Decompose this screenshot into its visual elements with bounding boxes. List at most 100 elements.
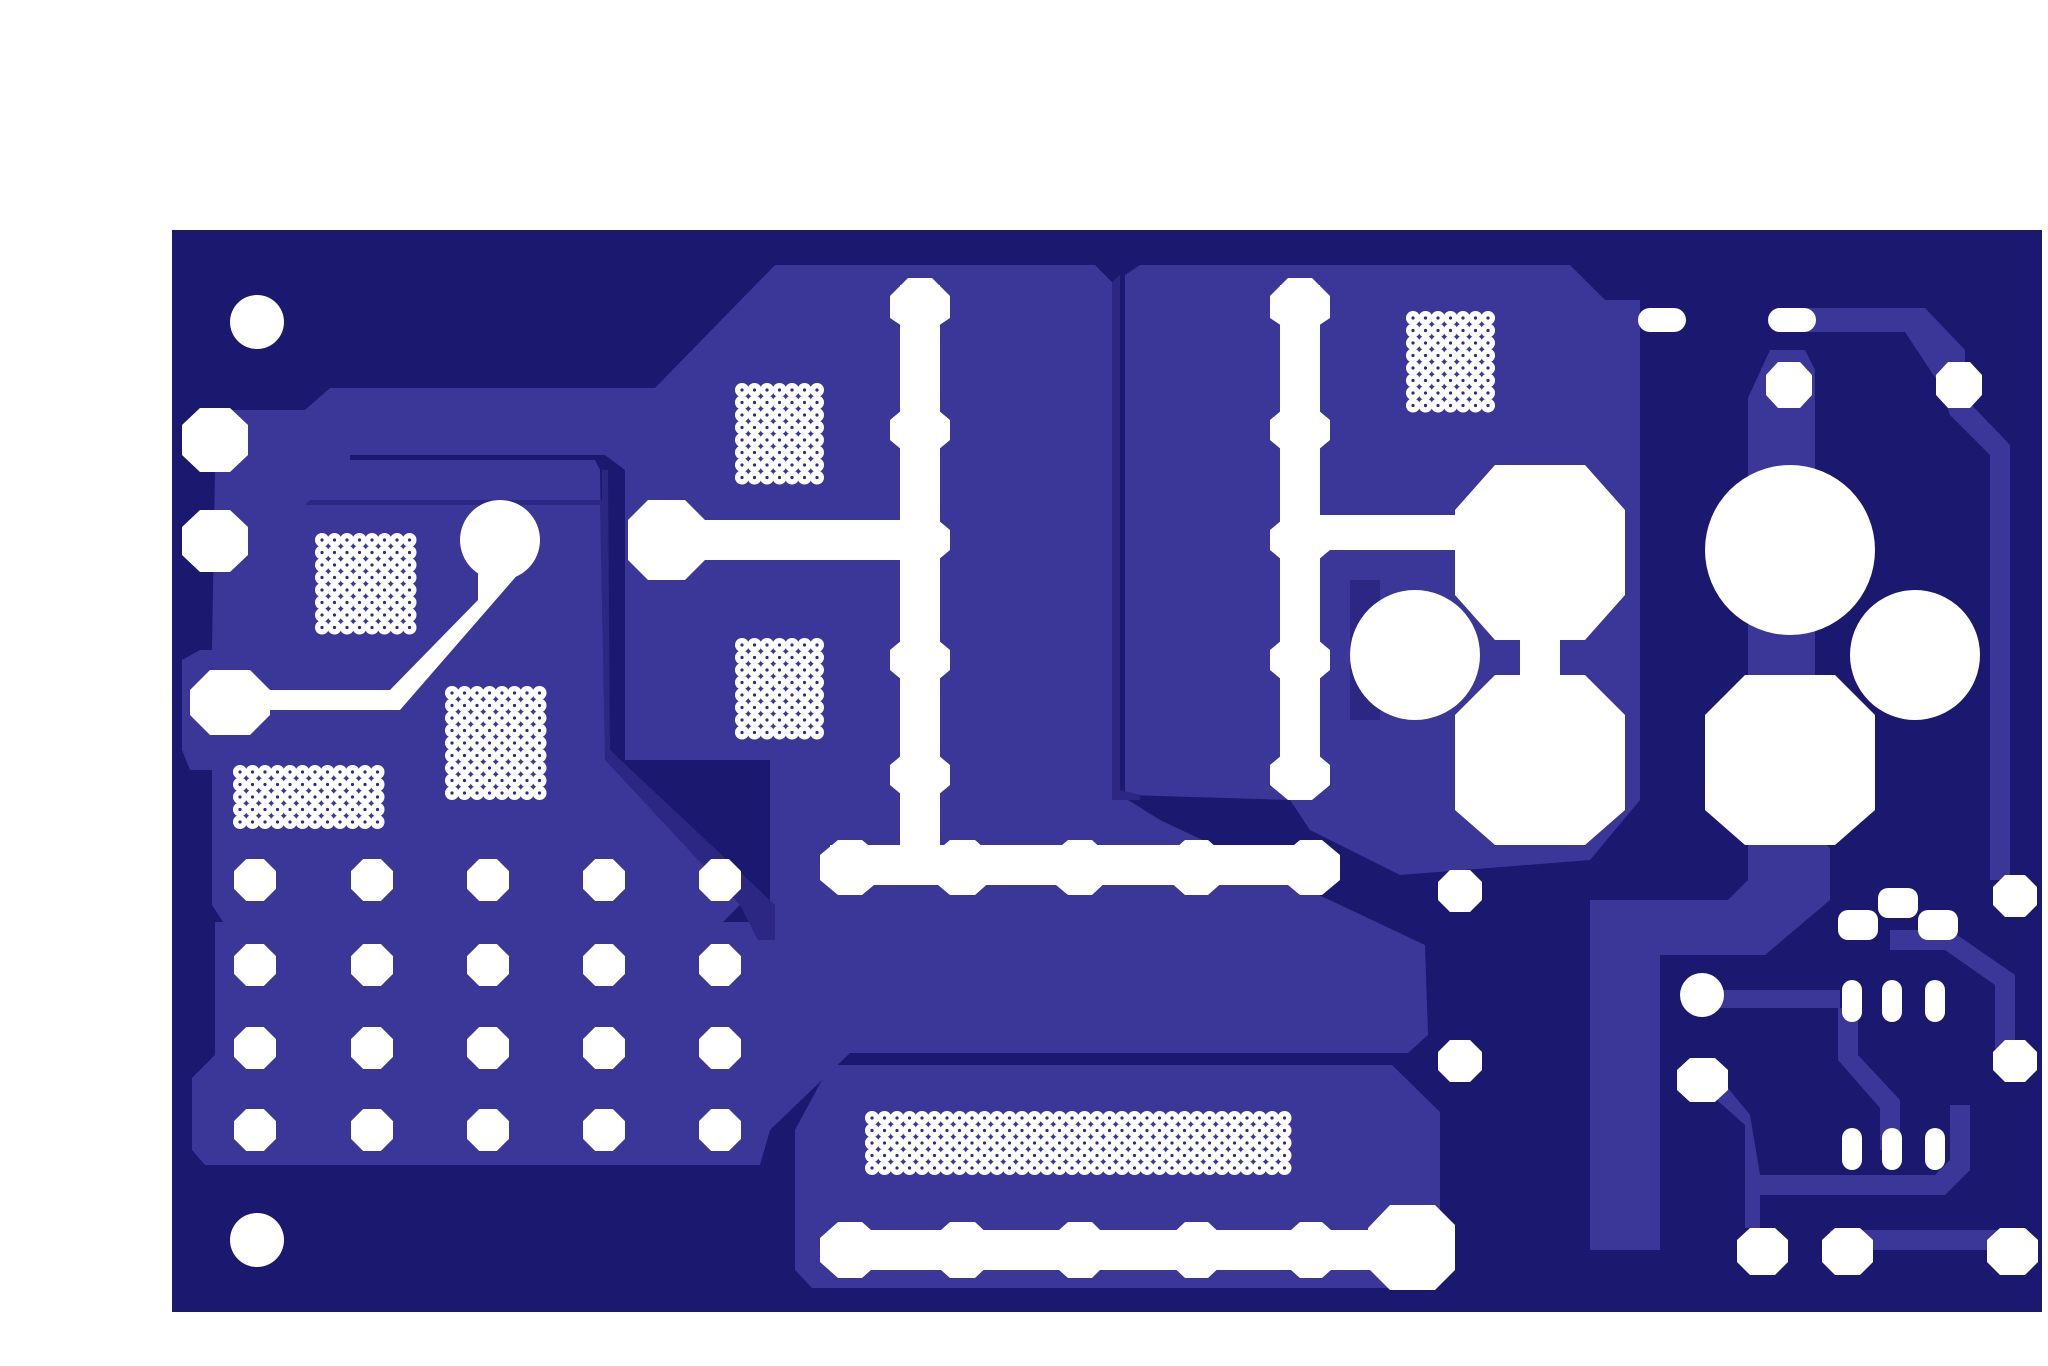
via-drill — [487, 766, 492, 770]
large-pad — [1350, 590, 1480, 720]
via-drill — [313, 820, 317, 824]
via-drill — [932, 1153, 937, 1158]
via-drill — [357, 563, 362, 567]
via-drill — [1461, 366, 1465, 370]
via-drill — [1182, 1166, 1187, 1170]
via-drill — [995, 1153, 999, 1158]
via-drill — [338, 820, 342, 824]
via-drill — [870, 1166, 874, 1170]
pad — [1438, 870, 1482, 912]
via-drill — [765, 680, 769, 685]
via-drill — [1461, 378, 1465, 383]
via-drill — [1070, 1153, 1074, 1158]
via-drill — [1070, 1116, 1074, 1120]
via-drill — [765, 668, 769, 672]
via-drill — [537, 716, 542, 720]
via-drill — [325, 770, 330, 774]
via-drill — [815, 463, 819, 467]
via-drill — [1245, 1128, 1249, 1133]
pad — [1993, 875, 2037, 917]
via-drill — [907, 1141, 912, 1145]
via-drill — [320, 563, 324, 567]
via-drill — [325, 782, 330, 787]
via-drill — [1436, 378, 1440, 383]
via-drill — [1107, 1141, 1112, 1145]
via-drill — [500, 741, 504, 745]
via-drill — [500, 753, 504, 758]
via-drill — [932, 1141, 937, 1145]
via-drill — [1057, 1153, 1062, 1158]
via-drill — [815, 643, 819, 647]
thermal-via-array — [1406, 311, 1495, 413]
via-drill — [1411, 328, 1415, 333]
via-drill — [1245, 1153, 1249, 1158]
via-drill — [790, 450, 794, 455]
via-drill — [740, 450, 744, 455]
via-drill — [920, 1116, 924, 1120]
via-drill — [407, 575, 412, 580]
smd-pad — [1925, 1128, 1945, 1170]
via-drill — [957, 1141, 962, 1145]
via-drill — [740, 475, 744, 480]
via-drill — [957, 1166, 962, 1170]
smd-pad — [1842, 1128, 1862, 1170]
via-drill — [765, 655, 769, 660]
via-drill — [487, 716, 492, 720]
via-drill — [895, 1128, 899, 1133]
via-drill — [1220, 1116, 1224, 1120]
via-drill — [1032, 1166, 1037, 1170]
via-drill — [1411, 378, 1415, 383]
pad — [1050, 840, 1108, 895]
via-drill — [982, 1141, 987, 1145]
via-drill — [1423, 378, 1428, 383]
pad — [1677, 1058, 1728, 1102]
via-drill — [332, 563, 337, 567]
large-pad — [1455, 465, 1625, 640]
via-drill — [487, 728, 492, 733]
smd-pad — [1882, 980, 1902, 1022]
via-drill — [1170, 1141, 1174, 1145]
via-drill — [777, 693, 782, 697]
via-drill — [1220, 1166, 1224, 1170]
pad — [1993, 1040, 2037, 1082]
via-drill — [1448, 366, 1453, 370]
via-drill — [512, 778, 517, 783]
via-drill — [375, 807, 380, 812]
pad — [182, 510, 248, 572]
via-drill — [450, 778, 454, 783]
via-drill — [1486, 341, 1490, 345]
via-drill — [1448, 341, 1453, 345]
via-drill — [802, 463, 807, 467]
via-drill — [1486, 403, 1490, 408]
thermal-via-array — [233, 765, 385, 829]
via-drill — [1486, 391, 1490, 395]
pad — [1270, 635, 1330, 685]
via-drill — [462, 791, 467, 795]
via-drill — [752, 730, 757, 735]
via-drill — [1448, 403, 1453, 408]
via-drill — [1473, 316, 1478, 320]
via-drill — [740, 693, 744, 697]
via-drill — [1423, 328, 1428, 333]
via-drill — [1157, 1166, 1162, 1170]
via-drill — [345, 600, 349, 605]
via-drill — [320, 550, 324, 555]
via-drill — [512, 766, 517, 770]
pad — [234, 1109, 276, 1151]
via-drill — [815, 668, 819, 672]
via-drill — [957, 1128, 962, 1133]
pad — [583, 1027, 625, 1069]
via-drill — [765, 643, 769, 647]
via-drill — [1461, 341, 1465, 345]
via-drill — [450, 691, 454, 695]
via-drill — [370, 538, 374, 542]
via-drill — [357, 550, 362, 555]
via-drill — [407, 613, 412, 617]
via-drill — [1082, 1153, 1087, 1158]
via-drill — [1132, 1166, 1137, 1170]
via-drill — [882, 1116, 887, 1120]
via-drill — [1170, 1166, 1174, 1170]
large-pad — [1455, 675, 1625, 845]
via-drill — [320, 575, 324, 580]
via-drill — [275, 770, 280, 774]
